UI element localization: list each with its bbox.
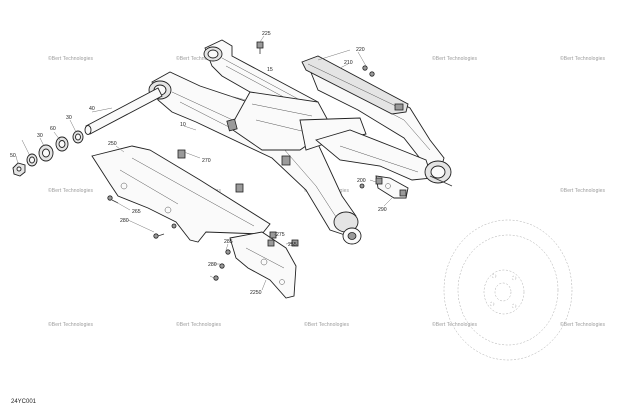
callout-50: 50 [10, 153, 16, 159]
callout-2250: 2250 [250, 290, 262, 296]
callout-280-lower: 280 [208, 262, 217, 268]
watermark: ©Bert Technologies [304, 322, 350, 328]
callout-265: 265 [132, 209, 141, 215]
fasteners [107, 41, 375, 281]
callout-220: 220 [356, 47, 365, 53]
callout-225: 225 [262, 31, 271, 37]
callout-60: 60 [50, 126, 56, 132]
callout-290: 290 [378, 207, 387, 213]
caliper-bracket [375, 175, 409, 199]
watermark: ©Bert Technologies [48, 56, 94, 62]
callout-labels: 225 220 210 15 40 30 60 30 50 10 250 270… [10, 31, 387, 296]
callout-275: 275 [276, 232, 285, 238]
bearing-stack [12, 130, 84, 177]
pivot-shaft [84, 87, 163, 135]
callout-10: 10 [180, 122, 186, 128]
watermark: ©Bert Technologies [432, 56, 478, 62]
callout-280: 280 [120, 218, 129, 224]
chain-cover [91, 145, 271, 243]
watermark: ©Bert Technologies [432, 322, 478, 328]
callout-270: 270 [202, 158, 211, 164]
callout-285: 285 [224, 239, 233, 245]
chain-guide [301, 55, 409, 115]
watermark: ©Bert Technologies [560, 56, 606, 62]
watermark: ©Bert Technologies [560, 188, 606, 194]
swing-arm [148, 39, 453, 245]
watermark: ©Bert Technologies [560, 322, 606, 328]
brake-disc [443, 219, 573, 361]
watermark: ©Bert Technologies [176, 56, 222, 62]
diagram-code: 24YC001 [11, 399, 37, 405]
leader-lines [15, 35, 393, 291]
callout-255: 255 [288, 242, 297, 248]
callout-30-lower: 30 [37, 133, 43, 139]
callout-40: 40 [89, 106, 95, 112]
callout-210: 210 [344, 60, 353, 66]
callout-250: 250 [108, 141, 117, 147]
watermark: ©Bert Technologies [176, 322, 222, 328]
callout-15: 15 [267, 67, 273, 73]
callout-200: 200 [357, 178, 366, 184]
callout-30-upper: 30 [66, 115, 72, 121]
watermark: ©Bert Technologies [48, 322, 94, 328]
watermark: ©Bert Technologies [48, 188, 94, 194]
